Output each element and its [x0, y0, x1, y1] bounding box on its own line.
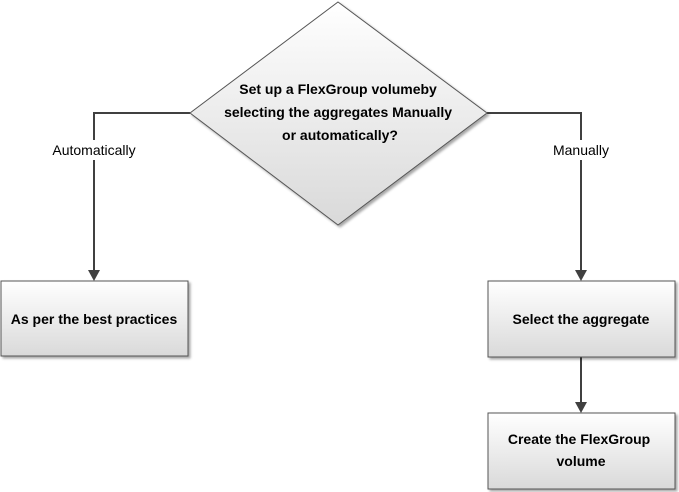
edge-label-automatically: Automatically — [52, 142, 135, 158]
edge-label-bg-right — [546, 140, 616, 160]
box-best-practices-text: As per the best practices — [11, 311, 178, 327]
box-best-practices-line-1: As per the best practices — [11, 311, 178, 327]
box-create-volume-text: Create the FlexGroup volume — [508, 431, 654, 469]
box-select-aggregate — [487, 280, 676, 358]
arrowhead-best-practices — [88, 270, 100, 281]
box-create-volume — [487, 412, 676, 490]
edge-label-bg-left — [42, 140, 146, 160]
decision-text-line-2: selecting the aggregates Manually — [224, 104, 452, 120]
arrowhead-select-aggregate — [575, 270, 587, 281]
edge-label-manually: Manually — [553, 142, 609, 158]
box-select-aggregate-line-1: Select the aggregate — [513, 311, 650, 327]
decision-text-line-1: Set up a FlexGroup volumeby — [239, 81, 437, 97]
connector-decision-to-best-practices — [93, 112, 190, 271]
box-select-aggregate-text: Select the aggregate — [513, 311, 650, 327]
arrowhead-create-volume — [575, 402, 587, 413]
connector-decision-to-select-aggregate — [487, 112, 582, 271]
box-best-practices — [0, 280, 189, 357]
box-create-volume-line-2: volume — [556, 453, 605, 469]
box-create-volume-line-1: Create the FlexGroup — [508, 431, 650, 447]
decision-text: Set up a FlexGroup volumeby selecting th… — [224, 81, 456, 143]
decision-diamond — [189, 1, 488, 226]
decision-text-line-3: or automatically? — [282, 127, 398, 143]
